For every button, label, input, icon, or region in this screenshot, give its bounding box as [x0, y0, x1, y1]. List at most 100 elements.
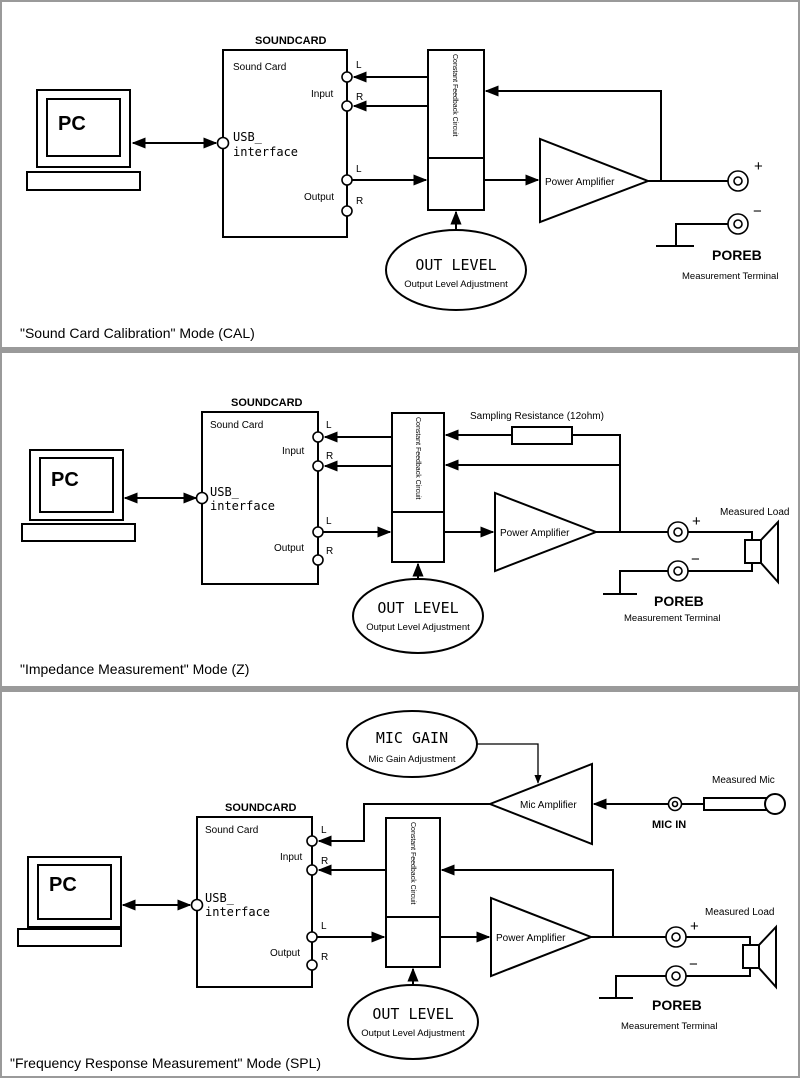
soundcard-box: SOUNDCARD Sound Card Input Output USB_ i…: [216, 35, 363, 238]
interface-label: interface: [233, 145, 298, 159]
input-label: Input: [282, 446, 304, 457]
poreb-label: POREB: [712, 247, 762, 263]
output-r-label: R: [326, 546, 333, 557]
minus-label: −: [689, 956, 698, 973]
power-amplifier: Power Amplifier: [490, 896, 594, 978]
speaker-icon: [744, 519, 779, 585]
minus-terminal-center-icon: [671, 971, 681, 981]
plus-terminal-center-icon: [673, 527, 683, 537]
output-label: Output: [304, 192, 334, 203]
terminal-label: Measurement Terminal: [682, 271, 778, 282]
ground-wire: [615, 975, 666, 998]
out-level-label: OUT LEVEL: [377, 599, 458, 617]
feedback-label: Constant Feedback Circuit: [409, 822, 416, 905]
feedback-label: Constant Feedback Circuit: [414, 417, 421, 500]
feedback-label: Constant Feedback Circuit: [451, 54, 458, 137]
mic-amp-label: Mic Amplifier: [520, 800, 577, 811]
input-l-jack-icon: [341, 71, 353, 83]
speaker-icon: [742, 924, 777, 990]
output-r-jack-icon: [306, 959, 318, 971]
input-l-label: L: [321, 825, 327, 836]
amp-label: Power Amplifier: [500, 528, 570, 539]
input-l-jack-icon: [306, 835, 318, 847]
input-l-label: L: [356, 60, 362, 71]
soundcard-title: SOUNDCARD: [255, 35, 327, 47]
out-level-sub-label: Output Level Adjustment: [404, 279, 508, 290]
pc-computer: PC: [21, 449, 136, 542]
minus-terminal-center-icon: [673, 566, 683, 576]
mic-gain-arrow: [477, 743, 542, 784]
usb-port-icon: [190, 898, 204, 912]
ground-wire: [619, 570, 668, 594]
output-l-label: L: [326, 516, 332, 527]
panel-caption: "Sound Card Calibration" Mode (CAL): [20, 325, 255, 341]
mic-gain-sub-label: Mic Gain Adjustment: [368, 754, 455, 765]
terminal-label: Measurement Terminal: [624, 613, 720, 624]
output-r-label: R: [321, 952, 328, 963]
plus-label: +: [690, 918, 699, 935]
interface-label: interface: [205, 905, 270, 919]
mic-amplifier: Mic Amplifier: [487, 762, 593, 846]
soundcard-subtitle: Sound Card: [205, 825, 258, 836]
feedback-circuit-box: Constant Feedback Circuit: [391, 412, 445, 563]
pc-label: PC: [51, 469, 79, 491]
usb-label: USB_: [233, 130, 263, 144]
mic-label: Measured Mic: [712, 775, 775, 786]
usb-port-icon: [216, 136, 230, 150]
out-level-knob: OUT LEVEL Output Level Adjustment: [347, 984, 479, 1060]
output-l-label: L: [356, 164, 362, 175]
plus-terminal-center-icon: [671, 932, 681, 942]
pc-computer: PC: [17, 856, 122, 947]
mic-amp-to-input-l-arrow: [317, 803, 490, 847]
input-r-label: R: [356, 92, 363, 103]
input-r-jack-icon: [341, 100, 353, 112]
sampling-label: Sampling Resistance (12ohm): [470, 411, 604, 422]
amp-feedback-loop-arrow: [484, 85, 662, 181]
feedback-circuit-box: Constant Feedback Circuit: [427, 49, 485, 211]
output-label: Output: [270, 948, 300, 959]
panel-impedance: PC SOUNDCARD Sound Card Input Output USB…: [2, 353, 798, 686]
out-level-sub-label: Output Level Adjustment: [361, 1028, 465, 1039]
soundcard-title: SOUNDCARD: [231, 397, 303, 409]
panel-caption: "Frequency Response Measurement" Mode (S…: [10, 1055, 321, 1071]
soundcard-box: SOUNDCARD Sound Card Input Output USB_ i…: [195, 397, 333, 585]
input-r-label: R: [326, 451, 333, 462]
pc-label: PC: [49, 874, 77, 896]
usb-port-icon: [195, 491, 209, 505]
sampling-wire: [572, 434, 621, 532]
terminal-label: Measurement Terminal: [621, 1021, 717, 1032]
input-r-jack-icon: [312, 460, 324, 472]
panel-spl: PC SOUNDCARD Sound Card Input Output USB…: [2, 692, 798, 1076]
pc-label: PC: [58, 113, 86, 135]
out-level-knob: OUT LEVEL Output Level Adjustment: [352, 578, 484, 654]
panel-cal: PC SOUNDCARD Sound Card Input Output USB…: [2, 2, 798, 347]
input-r-label: R: [321, 856, 328, 867]
mic-in-label: MIC IN: [652, 819, 686, 831]
power-amplifier: Power Amplifier: [494, 491, 599, 573]
soundcard-subtitle: Sound Card: [210, 420, 263, 431]
input-label: Input: [311, 89, 333, 100]
power-amplifier: Power Amplifier: [539, 137, 651, 224]
output-r-jack-icon: [341, 205, 353, 217]
sampling-resistor-icon: [511, 426, 573, 445]
poreb-label: POREB: [654, 593, 704, 609]
output-l-jack-icon: [306, 931, 318, 943]
minus-label: −: [753, 203, 762, 220]
amp-label: Power Amplifier: [545, 177, 615, 188]
panel-caption: "Impedance Measurement" Mode (Z): [20, 661, 249, 677]
output-r-label: R: [356, 196, 363, 207]
input-l-label: L: [326, 420, 332, 431]
load-minus-wire: [688, 563, 753, 572]
soundcard-box: SOUNDCARD Sound Card Input Output USB_ i…: [190, 802, 328, 988]
plus-label: +: [754, 158, 763, 175]
output-l-jack-icon: [341, 174, 353, 186]
load-label: Measured Load: [705, 907, 775, 918]
out-level-label: OUT LEVEL: [372, 1005, 453, 1023]
output-r-jack-icon: [312, 554, 324, 566]
output-l-jack-icon: [312, 526, 324, 538]
output-l-label: L: [321, 921, 327, 932]
minus-terminal-center-icon: [733, 219, 743, 229]
input-label: Input: [280, 852, 302, 863]
load-minus-wire: [686, 968, 751, 977]
load-plus-wire: [688, 531, 753, 540]
